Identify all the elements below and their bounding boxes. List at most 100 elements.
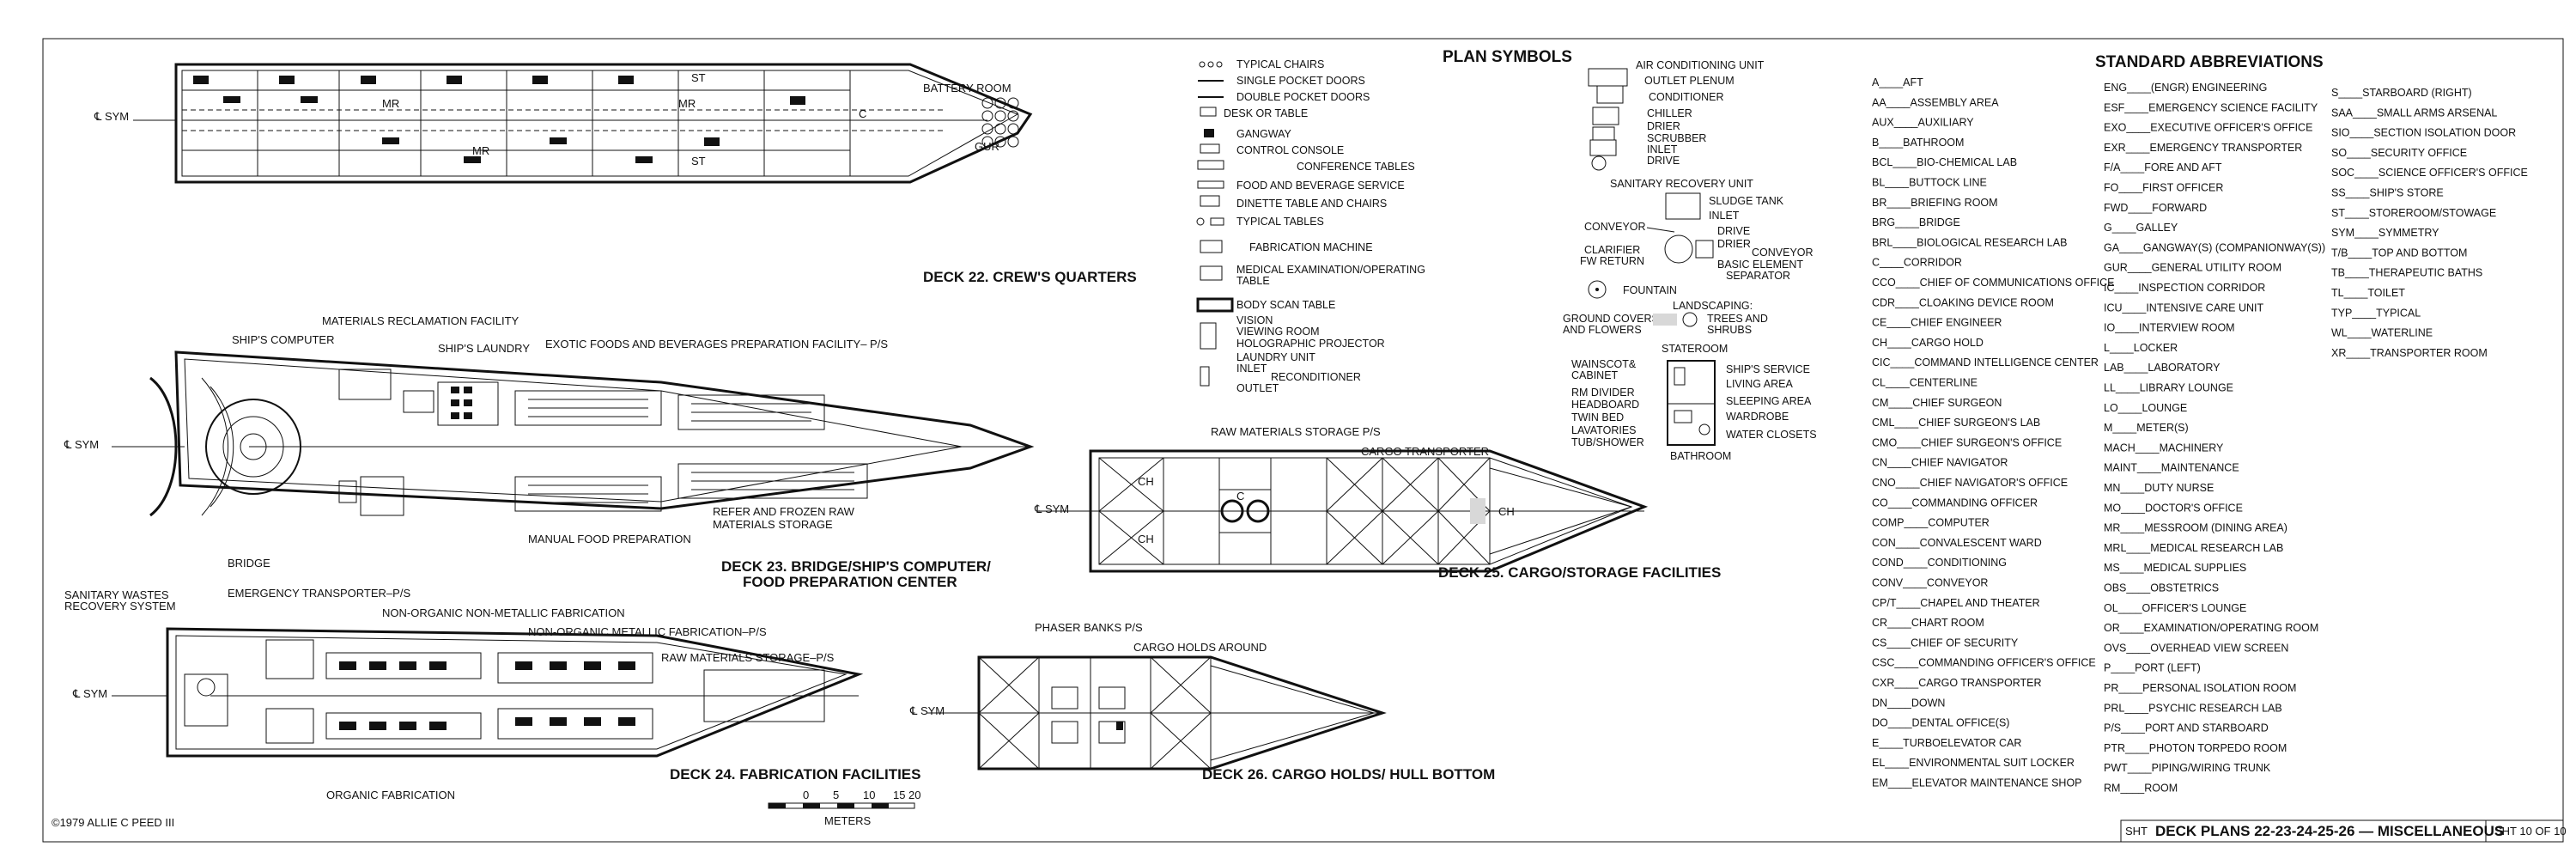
non-organic-metallic-label: NON-ORGANIC METALLIC FABRICATION–P/S	[528, 625, 767, 638]
plan-symbols-glyphs	[1196, 61, 1234, 387]
sym-laundry-outlet: OUTLET	[1236, 382, 1279, 394]
abbreviation-entry: SOC____SCIENCE OFFICER'S OFFICE	[2331, 167, 2528, 179]
deck-24-symmetry-label: ℄ SYM	[72, 687, 107, 700]
scale-tick-5: 5	[833, 789, 839, 801]
abbreviation-entry: SS____SHIP'S STORE	[2331, 187, 2444, 199]
abbreviation-entry: FWD____FORWARD	[2104, 202, 2207, 214]
ch-label-1: CH	[1138, 475, 1154, 488]
abbreviation-entry: DO____DENTAL OFFICE(S)	[1872, 717, 2009, 729]
abbreviation-entry: BR____BRIEFING ROOM	[1872, 197, 1998, 209]
abbreviation-entry: MN____DUTY NURSE	[2104, 482, 2214, 494]
abbreviation-entry: CP/T____CHAPEL AND THEATER	[1872, 597, 2040, 609]
c-label: C	[1236, 490, 1244, 503]
stateroom-heading: STATEROOM	[1662, 343, 1728, 355]
abbreviation-entry: CON____CONVALESCENT WARD	[1872, 537, 2042, 549]
deck-23-plan	[112, 350, 1035, 517]
stateroom-twin-bed: TWIN BED	[1571, 411, 1624, 423]
abbreviation-entry: ICU____INTENSIVE CARE UNIT	[2104, 302, 2264, 314]
deck-24-plan	[112, 627, 864, 758]
sym-typical-chairs: TYPICAL CHAIRS	[1236, 58, 1324, 70]
sanitary-conveyor-left: CONVEYOR	[1584, 221, 1646, 233]
abbreviation-entry: BL____BUTTOCK LINE	[1872, 177, 1987, 189]
sym-viewing-room: VIEWING ROOM	[1236, 326, 1320, 338]
sym-laundry-unit: LAUNDRY UNIT	[1236, 351, 1315, 363]
non-organic-non-metallic-label: NON-ORGANIC NON-METALLIC FABRICATION	[382, 606, 625, 619]
abbreviation-entry: CO____COMMANDING OFFICER	[1872, 496, 2038, 509]
scale-tick-15: 15	[893, 789, 905, 801]
deck-22-symmetry-label: ℄ SYM	[94, 110, 129, 123]
abbreviation-entry: EL____ENVIRONMENTAL SUIT LOCKER	[1872, 757, 2075, 769]
sym-single-pocket-doors: SINGLE POCKET DOORS	[1236, 75, 1365, 87]
sym-medical-exam: MEDICAL EXAMINATION/OPERATING	[1236, 264, 1425, 276]
stateroom-sleeping-area: SLEEPING AREA	[1726, 395, 1812, 407]
deck-22-title: DECK 22. CREW'S QUARTERS	[923, 269, 1137, 285]
abbreviation-entry: ESF____EMERGENCY SCIENCE FACILITY	[2104, 101, 2318, 113]
abbreviation-entry: MR____MESSROOM (DINING AREA)	[2104, 522, 2287, 534]
abbreviation-entry: CR____CHART ROOM	[1872, 617, 1984, 629]
stateroom-cabinet: CABINET	[1571, 369, 1619, 381]
abbreviation-entry: T/B____TOP AND BOTTOM	[2331, 247, 2467, 259]
ac-drive: DRIVE	[1647, 155, 1680, 167]
abbreviation-entry: TL____TOILET	[2331, 287, 2405, 299]
abbreviation-entry: BCL____BIO-CHEMICAL LAB	[1872, 156, 2017, 168]
abbreviation-entry: TYP____TYPICAL	[2331, 307, 2421, 319]
abbreviation-entry: GA____GANGWAY(S) (COMPANIONWAY(S))	[2104, 241, 2325, 253]
ac-chiller: CHILLER	[1647, 107, 1692, 119]
deck-23-title-2: FOOD PREPARATION CENTER	[743, 574, 957, 590]
sanitary-drier: DRIER	[1717, 238, 1751, 250]
bridge-label: BRIDGE	[228, 557, 270, 570]
title-block-title: DECK PLANS 22-23-24-25-26 — MISCELLANEOU…	[2155, 823, 2504, 839]
ch-label-3: CH	[1498, 505, 1515, 518]
abbreviation-entry: MRL____MEDICAL RESEARCH LAB	[2104, 542, 2283, 554]
sym-dinette-table: DINETTE TABLE AND CHAIRS	[1236, 198, 1387, 210]
abbreviation-entry: LO____LOUNGE	[2104, 402, 2187, 414]
gur-label: GUR	[975, 140, 999, 153]
plan-symbols-heading: PLAN SYMBOLS	[1443, 48, 1572, 66]
abbreviation-entry: SYM____SYMMETRY	[2331, 227, 2439, 239]
refer-frozen-label-2: MATERIALS STORAGE	[713, 518, 833, 531]
ground-covers-label: GROUND COVERS	[1563, 313, 1659, 325]
sym-holographic-projector: HOLOGRAPHIC PROJECTOR	[1236, 338, 1385, 350]
mr-label-3: MR	[678, 97, 696, 110]
abbreviation-entry: IO____INTERVIEW ROOM	[2104, 322, 2235, 334]
cargo-transporter-label: CARGO TRANSPORTER	[1361, 445, 1489, 458]
landscaping-label: LANDSCAPING:	[1673, 300, 1753, 312]
stateroom-tub-shower: TUB/SHOWER	[1571, 436, 1644, 448]
emergency-transporter-label: EMERGENCY TRANSPORTER–P/S	[228, 587, 410, 600]
stateroom-living-area: LIVING AREA	[1726, 378, 1793, 390]
scale-bar	[768, 802, 915, 809]
abbreviation-entry: GUR____GENERAL UTILITY ROOM	[2104, 262, 2281, 274]
title-block-sheet-number: SHT 10 OF 10	[2494, 825, 2567, 838]
abbreviation-entry: MACH____MACHINERY	[2104, 442, 2224, 454]
abbreviation-entry: OR____EXAMINATION/OPERATING ROOM	[2104, 622, 2318, 634]
stateroom-headboard: HEADBOARD	[1571, 399, 1639, 411]
abbreviation-entry: CML____CHIEF SURGEON'S LAB	[1872, 417, 2040, 429]
deck-24-title: DECK 24. FABRICATION FACILITIES	[670, 766, 921, 783]
abbreviation-entry: CNO____CHIEF NAVIGATOR'S OFFICE	[1872, 477, 2068, 489]
abbreviation-entry: AUX____AUXILIARY	[1872, 117, 1974, 129]
sym-control-console: CONTROL CONSOLE	[1236, 144, 1344, 156]
deck-25-symmetry-label: ℄ SYM	[1034, 503, 1069, 515]
abbreviation-entry: OL____OFFICER'S LOUNGE	[2104, 602, 2246, 614]
sanitary-recovery-diagram	[1646, 192, 1714, 264]
ac-inlet: INLET	[1647, 143, 1678, 155]
deck-26-symmetry-label: ℄ SYM	[909, 704, 945, 717]
abbreviation-entry: PR____PERSONAL ISOLATION ROOM	[2104, 682, 2296, 694]
ac-outlet-plenum: OUTLET PLENUM	[1644, 75, 1735, 87]
abbreviations-heading: STANDARD ABBREVIATIONS	[2095, 53, 2324, 71]
scale-unit: METERS	[824, 814, 872, 827]
abbreviation-entry: CE____CHIEF ENGINEER	[1872, 317, 2002, 329]
abbreviation-entry: BRG____BRIDGE	[1872, 216, 1960, 228]
tree-icon	[1682, 312, 1698, 327]
abbreviation-entry: EM____ELEVATOR MAINTENANCE SHOP	[1872, 777, 2082, 789]
ac-heading: AIR CONDITIONING UNIT	[1636, 59, 1765, 71]
sanitary-wastes-label-2: RECOVERY SYSTEM	[64, 600, 176, 612]
abbreviation-entry: CN____CHIEF NAVIGATOR	[1872, 457, 2008, 469]
ground-cover-icon	[1653, 314, 1677, 326]
fountain-icon	[1588, 280, 1607, 299]
st-label-2: ST	[691, 155, 706, 168]
sym-typical-tables: TYPICAL TABLES	[1236, 216, 1324, 228]
abbreviation-entry: CM____CHIEF SURGEON	[1872, 397, 2002, 409]
materials-reclamation-label: MATERIALS RECLAMATION FACILITY	[322, 314, 519, 327]
abbreviation-entry: TB____THERAPEUTIC BATHS	[2331, 267, 2482, 279]
